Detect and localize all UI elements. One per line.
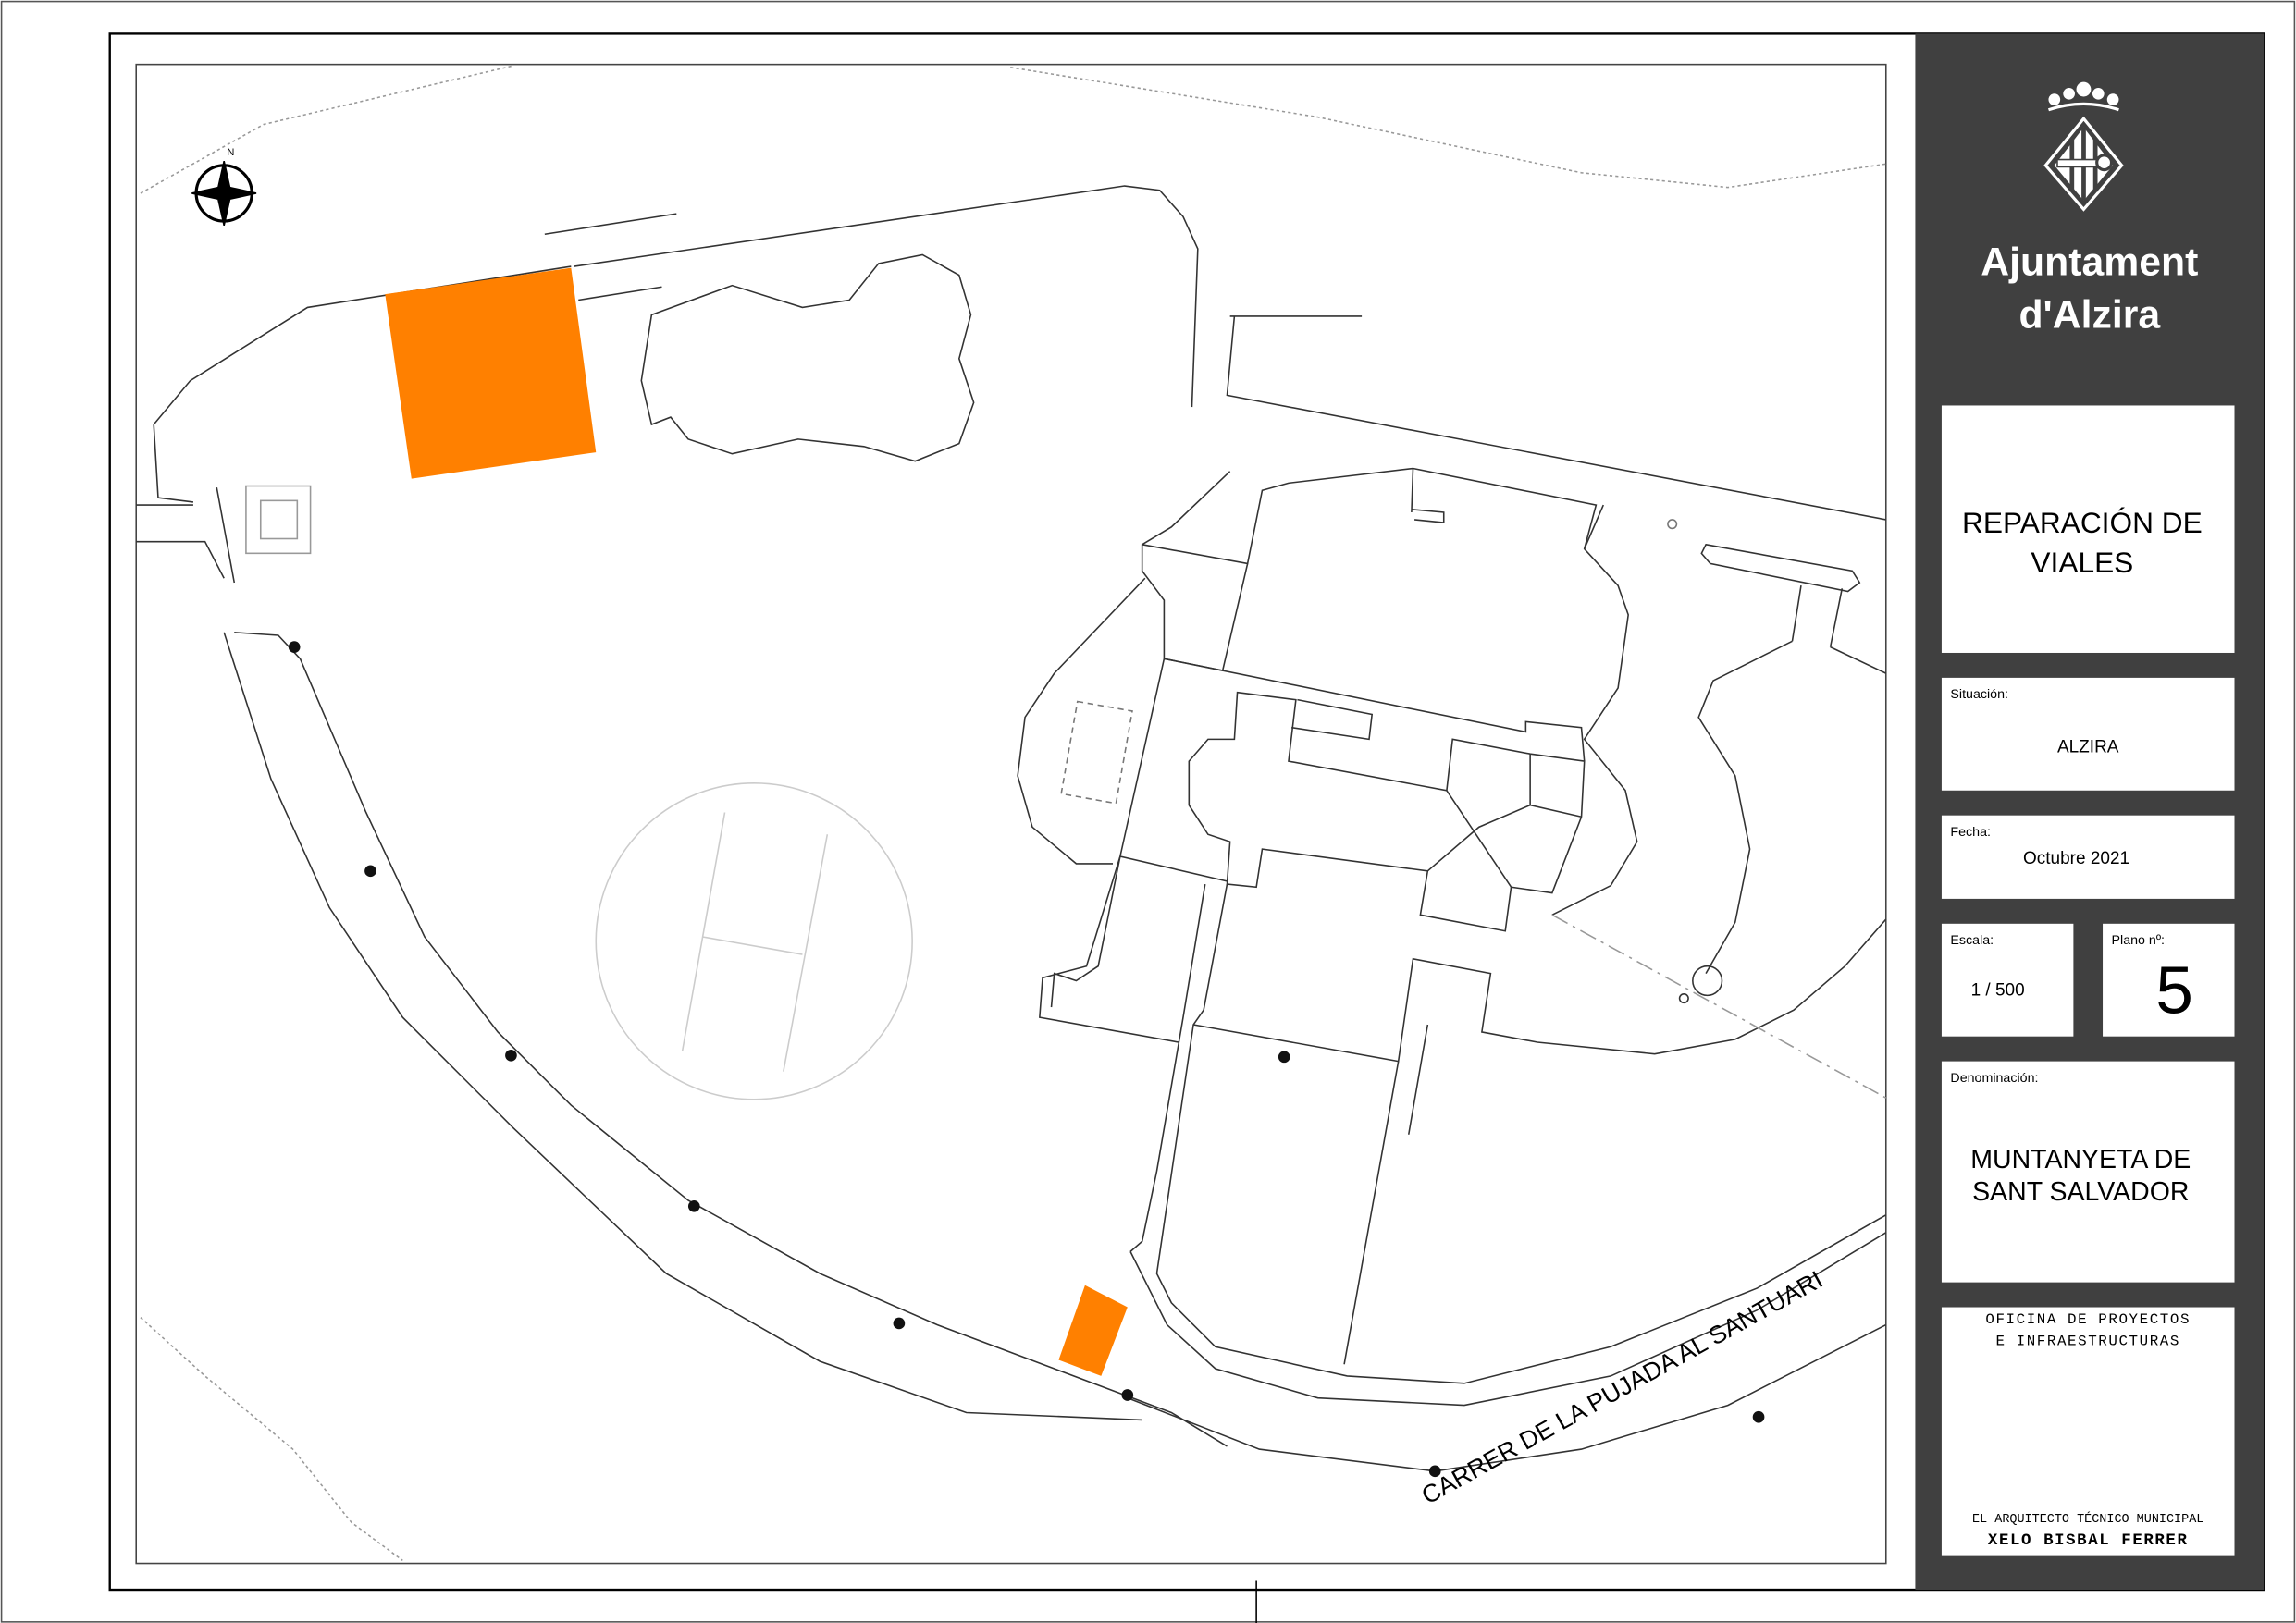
map-viewport (135, 63, 1887, 1565)
project-title-box: REPARACIÓN DE VIALES (1941, 405, 2235, 653)
denominacion-line-1: MUNTANYETA DE (1970, 1144, 2191, 1174)
fecha-box: Fecha: Octubre 2021 (1941, 815, 2235, 899)
plano-box: Plano nº: 5 (2103, 923, 2235, 1037)
denominacion-line-2: SANT SALVADOR (1972, 1176, 2190, 1207)
signer-title: EL ARQUITECTO TÉCNICO MUNICIPAL (1972, 1512, 2204, 1527)
plano-number: 5 (2155, 951, 2193, 1028)
office-signature-box: OFICINA DE PROYECTOS E INFRAESTRUCTURAS E… (1941, 1307, 2235, 1556)
highlight-area-north (385, 267, 597, 479)
office-line-2: E INFRAESTRUCTURAS (1995, 1334, 2180, 1352)
highlight-area-south (1058, 1285, 1128, 1376)
situacion-label: Situación: (1950, 686, 2008, 702)
project-title-line-1: REPARACIÓN DE (1961, 508, 2203, 541)
escala-value: 1 / 500 (1970, 978, 2025, 1001)
situacion-box: Situación: ALZIRA (1941, 677, 2235, 791)
escala-box: Escala: 1 / 500 (1941, 923, 2074, 1037)
institution-line-2: d'Alzira (2018, 292, 2161, 338)
escala-label: Escala: (1950, 932, 1994, 948)
fecha-value: Octubre 2021 (2022, 847, 2130, 868)
institution-line-1: Ajuntament (1981, 240, 2199, 285)
project-title-line-2: VIALES (2031, 547, 2134, 580)
fecha-label: Fecha: (1950, 824, 1991, 840)
north-arrow-icon (191, 160, 257, 226)
institution-name: Ajuntament d'Alzira (1915, 236, 2264, 341)
manhole-markers (288, 641, 1765, 1478)
plano-label: Plano nº: (2111, 932, 2166, 948)
coat-of-arms-logo (2043, 81, 2124, 212)
title-block: Ajuntament d'Alzira REPARACIÓN DE VIALES S… (1915, 33, 2265, 1591)
street-label: CARRER DE LA PUJADA AL SANTUARI (1417, 1265, 1828, 1509)
situacion-value: ALZIRA (2056, 736, 2119, 757)
north-label: N (227, 147, 234, 158)
office-line-1: OFICINA DE PROYECTOS (1985, 1312, 2191, 1330)
signer-name: XELO BISBAL FERRER (1987, 1532, 2189, 1551)
denominacion-label: Denominación: (1950, 1070, 2039, 1085)
